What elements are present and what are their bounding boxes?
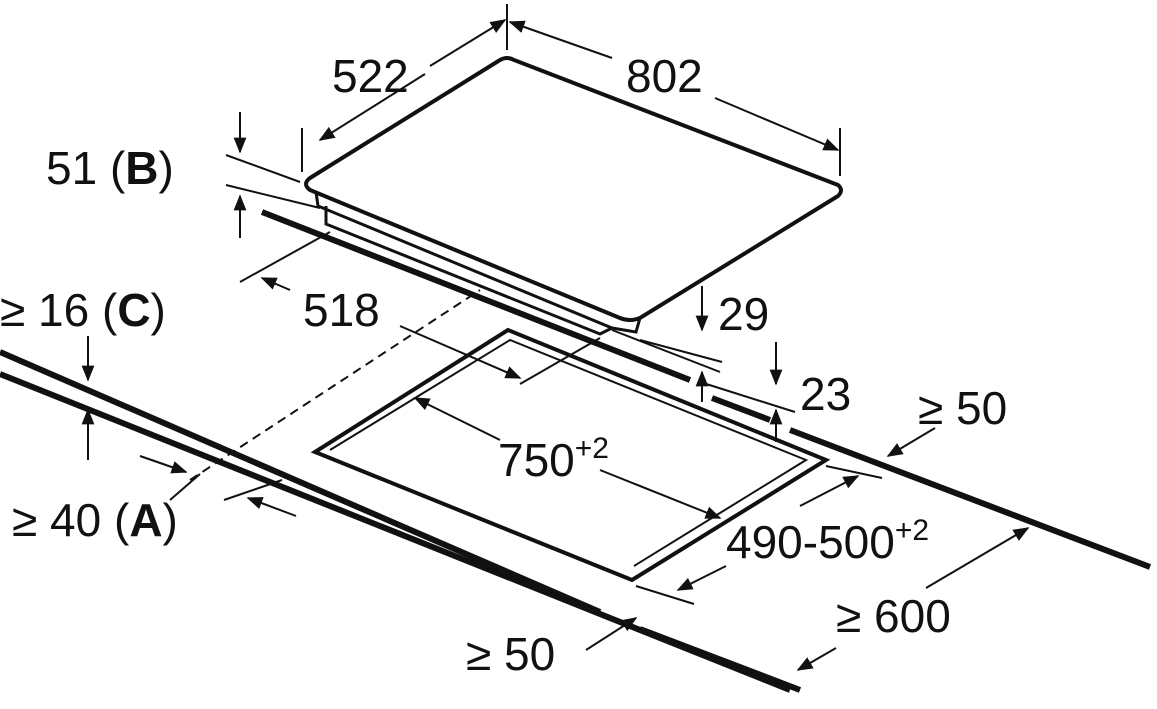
- dim-min-worktop-thickness: ≥ 16 (C): [0, 284, 166, 460]
- label-490-500: 490-500+2: [726, 514, 929, 568]
- worktop-rear-edge-c: [788, 427, 1152, 570]
- dim-min-front-distance: ≥ 40 (A): [12, 455, 297, 546]
- worktop-front-edge-top: [0, 349, 602, 615]
- hob: [304, 56, 843, 336]
- label-side-50: ≥ 50: [918, 382, 1007, 434]
- dim-min-rear-distance: ≥ 50: [466, 617, 638, 680]
- dim-cutout-depth: 490-500+2: [635, 475, 929, 605]
- dim-min-worktop-depth: ≥ 600: [796, 527, 1030, 671]
- label-802: 802: [626, 50, 703, 102]
- dim-hob-width: 802: [508, 20, 841, 176]
- dim-frame-height: 29: [611, 286, 769, 402]
- hob-housing: [324, 206, 613, 336]
- worktop-rear-edge-b: [710, 395, 772, 423]
- label-600: ≥ 600: [836, 590, 951, 642]
- dim-cutout-width: 750+2: [413, 397, 722, 519]
- dim-hob-height: 51 (B): [46, 112, 321, 238]
- label-16-c: ≥ 16 (C): [0, 284, 166, 336]
- worktop: [0, 209, 1152, 693]
- label-750: 750+2: [498, 432, 609, 486]
- label-29: 29: [718, 288, 769, 340]
- dim-recess-depth: 23: [699, 342, 851, 442]
- label-522: 522: [332, 50, 409, 102]
- dim-hob-depth: 522: [301, 4, 508, 172]
- label-51-b: 51 (B): [46, 142, 174, 194]
- dim-inner-depth: 518: [239, 231, 601, 385]
- label-518: 518: [303, 284, 380, 336]
- dim-min-side-distance: ≥ 50: [825, 382, 1007, 479]
- worktop-rear-edge-a: [260, 209, 692, 383]
- hidden-rear-line: [189, 289, 481, 481]
- cutout-outline: [310, 327, 831, 583]
- hob-glass-top: [304, 56, 843, 322]
- label-rear-50: ≥ 50: [466, 628, 555, 680]
- label-40-a: ≥ 40 (A): [12, 494, 178, 546]
- worktop-front-edge-bottom: [0, 371, 792, 693]
- label-23: 23: [800, 368, 851, 420]
